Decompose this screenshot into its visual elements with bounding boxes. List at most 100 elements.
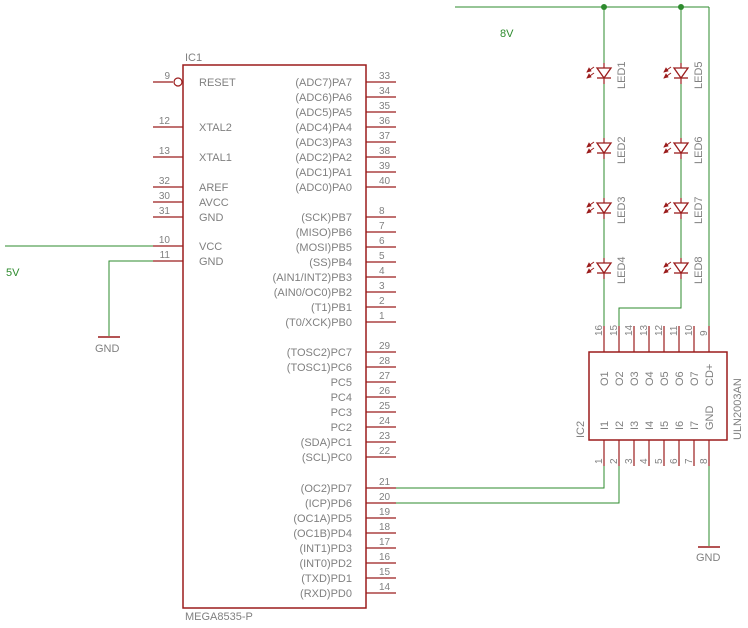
ic2-pin-9[interactable]: 9CD+ <box>699 326 716 386</box>
ic1-pin-22[interactable]: 22(SCL)PC0 <box>302 446 396 464</box>
ic1-pin-38[interactable]: 38(ADC2)PA2 <box>295 146 396 164</box>
led-2[interactable]: LED2 <box>586 136 628 164</box>
pin-number: 33 <box>379 71 391 82</box>
wire-led8-to-o2[interactable] <box>618 279 682 326</box>
led-7[interactable]: LED7 <box>663 196 705 224</box>
light-arrow-head-2 <box>586 268 592 274</box>
pin-number: 18 <box>379 522 391 533</box>
pin-name: O3 <box>629 371 641 386</box>
ic1-microcontroller[interactable]: IC1 MEGA8535-P 9RESET12XTAL213XTAL132ARE… <box>153 52 396 623</box>
ic2-pin-1[interactable]: 1I1 <box>594 421 611 466</box>
pin-name: PC3 <box>331 407 352 419</box>
ic1-pin-29[interactable]: 29(TOSC2)PC7 <box>287 341 396 359</box>
junction-dot-led1 <box>601 4 607 10</box>
ic1-pin-21[interactable]: 21(OC2)PD7 <box>301 477 396 495</box>
led-label: LED4 <box>616 256 628 284</box>
pin-name: I2 <box>614 421 626 430</box>
pin-number: 8 <box>699 458 710 464</box>
ic1-pin-18[interactable]: 18 (OC1B)PD4 <box>293 522 396 540</box>
led-5[interactable]: LED5 <box>663 61 705 89</box>
pin-name: VCC <box>199 241 222 253</box>
net-label-8v: 8V <box>500 28 514 40</box>
ic1-pin-2[interactable]: 2(T1)PB1 <box>311 296 396 314</box>
pin-name: (ADC0)PA0 <box>295 182 352 194</box>
ic1-pin-37[interactable]: 37(ADC3)PA3 <box>295 131 396 149</box>
ic1-pin-33[interactable]: 33(ADC7)PA7 <box>295 71 396 89</box>
pin-number: 21 <box>379 477 391 488</box>
ic1-pin-35[interactable]: 35(ADC5)PA5 <box>295 101 396 119</box>
ic1-pin-7[interactable]: 7(MISO)PB6 <box>296 221 396 239</box>
led-1[interactable]: LED1 <box>586 61 628 89</box>
ic1-pin-39[interactable]: 39(ADC1)PA1 <box>295 161 396 179</box>
pin-name: (AIN0/OC0)PB2 <box>274 287 352 299</box>
led-8[interactable]: LED8 <box>663 256 705 284</box>
ic1-pin-28[interactable]: 28(TOSC1)PC6 <box>287 356 396 374</box>
pin-number: 27 <box>379 371 391 382</box>
ic2-pin-4[interactable]: 4I4 <box>639 421 656 466</box>
light-arrow-head-1 <box>663 67 669 73</box>
ic2-pin-7[interactable]: 7I7 <box>684 421 701 466</box>
ic2-driver[interactable]: IC2 ULN2003AN 16O115O214O313O412O511O610… <box>575 324 744 466</box>
ic2-pin-2[interactable]: 2I2 <box>609 421 626 466</box>
ic1-pin-8[interactable]: 8(SCK)PB7 <box>301 206 396 224</box>
ic2-pin-5[interactable]: 5I5 <box>654 421 671 466</box>
ic1-pin-5[interactable]: 5(SS)PB4 <box>309 251 396 269</box>
led-4[interactable]: LED4 <box>586 256 628 284</box>
pin-name: (ADC5)PA5 <box>295 107 352 119</box>
ic1-pin-3[interactable]: 3(AIN0/OC0)PB2 <box>274 281 396 299</box>
ic1-pin-36[interactable]: 36(ADC4)PA4 <box>295 116 396 134</box>
pin-number: 2 <box>379 296 385 307</box>
led-6[interactable]: LED6 <box>663 136 705 164</box>
ic1-pin-19[interactable]: 19(OC1A)PD5 <box>293 507 396 525</box>
ic1-pin-16[interactable]: 16(INT0)PD2 <box>299 552 396 570</box>
ic1-pin-14[interactable]: 14(RXD)PD0 <box>300 582 396 600</box>
light-arrow-head-1 <box>663 262 669 268</box>
pin-name: (SS)PB4 <box>309 257 352 269</box>
ic1-pin-20[interactable]: 20(ICP)PD6 <box>305 492 396 510</box>
wire-pd7-to-i1[interactable] <box>396 466 605 489</box>
ic1-pin-6[interactable]: 6(MOSI)PB5 <box>296 236 396 254</box>
pin-number: 24 <box>379 416 391 427</box>
ic2-pin-3[interactable]: 3I3 <box>624 421 641 466</box>
ic1-pin-34[interactable]: 34(ADC6)PA6 <box>295 86 396 104</box>
ic2-pin-6[interactable]: 6I6 <box>669 421 686 466</box>
pin-number: 15 <box>379 567 391 578</box>
ic1-pin-15[interactable]: 15(TXD)PD1 <box>301 567 396 585</box>
wire-pd6-to-i2[interactable] <box>396 466 620 504</box>
light-arrow-head-2 <box>586 73 592 79</box>
pin-name: (OC1B)PD4 <box>293 528 352 540</box>
wire-ic1-gnd[interactable] <box>108 260 153 336</box>
ic1-reference-label: IC1 <box>185 52 202 64</box>
ic1-pin-1[interactable]: 1(T0/XCK)PB0 <box>285 311 396 329</box>
ic1-pin-17[interactable]: 17(INT1)PD3 <box>299 537 396 555</box>
led-3[interactable]: LED3 <box>586 196 628 224</box>
light-arrow-head-2 <box>663 73 669 79</box>
pin-number: 19 <box>379 507 391 518</box>
ic1-right-pins: 33(ADC7)PA734(ADC6)PA635(ADC5)PA536(ADC4… <box>273 71 396 600</box>
ic1-pin-40[interactable]: 40(ADC0)PA0 <box>295 176 396 194</box>
ic1-pin-23[interactable]: 23(SDA)PC1 <box>301 431 396 449</box>
ic1-pin-4[interactable]: 4(AIN1/INT2)PB3 <box>273 266 396 284</box>
